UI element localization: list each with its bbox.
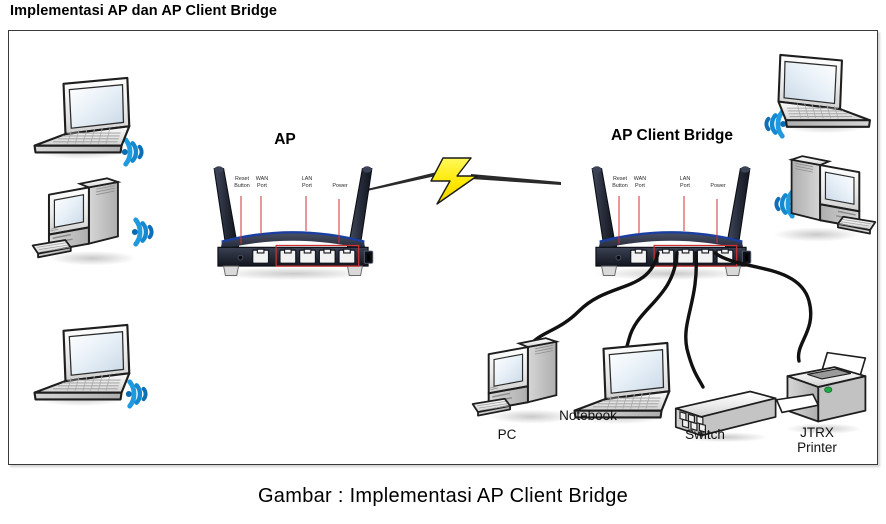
client-bridge-title: AP Client Bridge	[610, 127, 733, 144]
diagram-canvas: AP Reset Button WAN Port LAN Port Power …	[9, 31, 877, 464]
ap-port-reset-line1: Reset	[234, 176, 250, 182]
bridge-port-wan-line1: WAN	[633, 176, 647, 182]
device-label-printer-line1: JTRX	[800, 425, 834, 440]
ap-port-power-line1: Power	[332, 183, 348, 189]
figure-caption: Gambar : Implementasi AP Client Bridge	[257, 485, 629, 507]
ap-port-wan-line2: Port	[257, 182, 267, 189]
wifi-icon-desktop-left-middle	[132, 220, 152, 244]
device-printer[interactable]	[775, 351, 867, 436]
device-label-switch: Switch	[685, 427, 725, 442]
ap-port-wan-line1: WAN	[255, 176, 269, 182]
ap-port-lan-line1: LAN	[301, 176, 313, 182]
diagram-artwork	[31, 53, 877, 444]
ap-port-label-power: Power	[325, 183, 355, 190]
bridge-port-reset-line2: Button	[612, 182, 628, 189]
bridge-port-wan-line2: Port	[635, 182, 645, 189]
device-label-printer-line2: Printer	[797, 440, 837, 456]
ap-port-lan-line2: Port	[302, 182, 312, 189]
device-desktop-left-middle[interactable]	[31, 177, 138, 267]
bridge-port-label-lan: LAN Port	[670, 176, 700, 189]
wireless-link-bolt	[367, 157, 561, 205]
device-label-notebook: Notebook	[559, 408, 617, 423]
ap-callout-lines	[240, 196, 340, 244]
device-label-pc: PC	[497, 427, 517, 442]
bridge-port-lan-line1: LAN	[679, 176, 691, 182]
page-title: Implementasi AP dan AP Client Bridge	[10, 3, 278, 19]
device-laptop-left-bottom[interactable]	[33, 323, 131, 408]
ap-port-label-wan: WAN Port	[247, 176, 277, 189]
bridge-port-power-line1: Power	[710, 183, 726, 189]
device-laptop-right-top[interactable]	[777, 53, 871, 135]
bridge-port-lan-line2: Port	[680, 182, 690, 189]
bridge-port-reset-line1: Reset	[612, 176, 628, 182]
ap-port-label-lan: LAN Port	[292, 176, 322, 189]
bridge-port-label-power: Power	[703, 183, 733, 190]
device-label-printer: JTRX Printer	[777, 425, 857, 455]
device-laptop-left-top[interactable]	[33, 76, 131, 161]
bridge-callout-lines	[618, 196, 718, 244]
bridge-port-label-wan: WAN Port	[625, 176, 655, 189]
figure-frame: AP Reset Button WAN Port LAN Port Power …	[8, 30, 878, 465]
ap-port-label-reset: Reset Button	[227, 176, 257, 189]
wifi-icon-laptop-left-bottom	[126, 382, 146, 406]
ap-port-reset-line2: Button	[234, 182, 250, 189]
bridge-port-label-reset: Reset Button	[605, 176, 635, 189]
access-point-title: AP	[274, 131, 296, 148]
